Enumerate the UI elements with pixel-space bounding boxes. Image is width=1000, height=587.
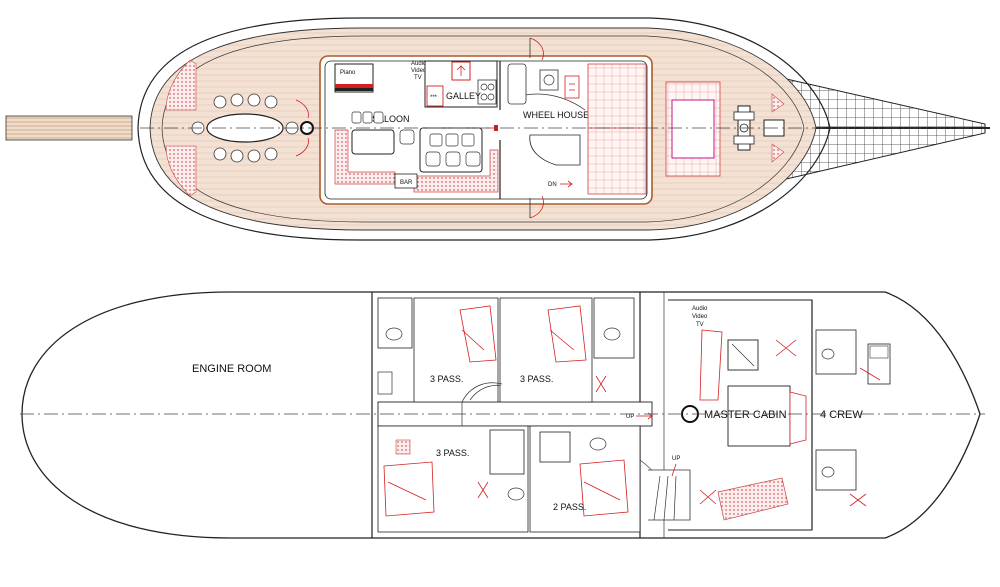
upper-hull-outline	[137, 17, 831, 241]
lower-av-audio: Audio	[692, 306, 708, 312]
dn-label: DN	[548, 182, 557, 188]
saloon-label: SALOON	[372, 114, 410, 124]
foredeck-sunbed	[665, 81, 721, 177]
wheelhouse-label: WHEEL HOUSE	[523, 110, 589, 120]
door-stbd-lower	[529, 195, 544, 219]
cabin-top-1-label: 3 PASS.	[430, 374, 463, 384]
lower-deck: ENGINE ROOM 3 PASS. 3 PASS.	[20, 291, 985, 539]
cabin-bottom-2-label: 2 PASS.	[553, 502, 586, 512]
stern-cushion-top	[165, 59, 197, 111]
master-cabin: MASTER CABIN Audio Video TV	[668, 299, 813, 531]
master-cabin-label: MASTER CABIN	[704, 409, 787, 421]
saloon-sofa	[334, 129, 396, 185]
master-sofa	[717, 477, 789, 521]
cabin-bottom-2: 2 PASS.	[529, 425, 641, 533]
cabin-top-2: 3 PASS.	[499, 297, 635, 403]
bow-hatch-bottom	[771, 143, 785, 163]
bow-hatch-top	[771, 93, 785, 113]
piano: Piano	[334, 63, 374, 93]
up-arrow-2	[671, 463, 677, 477]
cabin-top-2-label: 3 PASS.	[520, 374, 553, 384]
up-label-1: UP	[626, 414, 634, 420]
door-aft-upper	[295, 99, 309, 119]
lower-av-tv: TV	[696, 322, 704, 328]
wheelhouse-equipment: DN	[507, 63, 586, 188]
upper-deck: Piano Audio Video TV *** GALLEY SALOON	[5, 17, 990, 241]
crew-quarters: 4 CREW	[815, 329, 891, 507]
bar-label: BAR	[400, 180, 413, 186]
av-video-text: Video	[411, 68, 427, 74]
door-aft-lower	[295, 137, 309, 157]
galley-label: GALLEY	[446, 91, 481, 101]
cabin-top-1: 3 PASS.	[377, 297, 521, 403]
galley-mark: ***	[430, 95, 438, 101]
piano-label: Piano	[340, 70, 356, 76]
lower-av-video: Video	[692, 314, 708, 320]
galley: *** GALLEY	[424, 60, 498, 108]
upper-av-label: Audio Video TV	[411, 61, 427, 81]
engine-room-label: ENGINE ROOM	[192, 363, 271, 375]
door-port-upper	[529, 37, 544, 61]
saloon-furniture: BAR	[334, 111, 499, 193]
stairs-lower	[648, 469, 691, 521]
av-tv-text: TV	[414, 75, 422, 81]
central-corridor	[377, 401, 653, 427]
saloon-long-sofa	[413, 149, 499, 193]
crew-label: 4 CREW	[820, 409, 863, 421]
cabin-bottom-1: 3 PASS.	[377, 425, 529, 533]
deckhouse-sunbed	[587, 63, 647, 195]
cabin-bottom-1-label: 3 PASS.	[436, 448, 469, 458]
stair-arc-upper	[461, 382, 503, 403]
up-label-2: UP	[672, 456, 680, 462]
stern-cushion-bottom	[165, 145, 197, 197]
av-audio-text: Audio	[411, 61, 427, 67]
passerelle	[5, 115, 133, 141]
